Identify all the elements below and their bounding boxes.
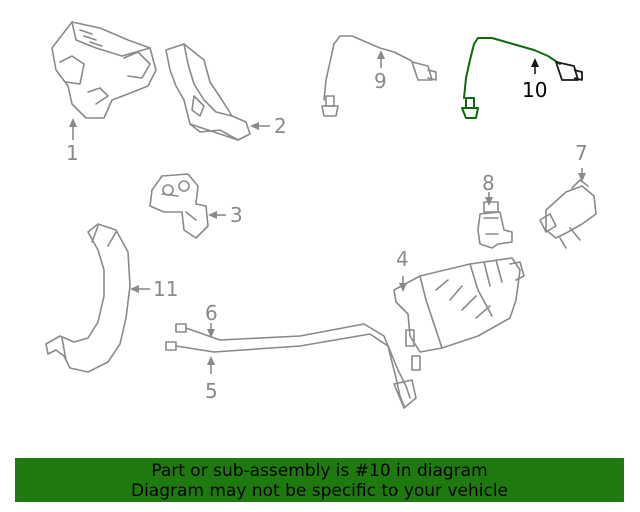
parts-diagram: 1 2 9 10 3 (45, 21, 597, 409)
part-11-drawing[interactable] (45, 223, 131, 373)
part-8-drawing[interactable] (477, 201, 513, 249)
callout-5[interactable]: 5 (205, 379, 218, 403)
part-5-drawing[interactable] (165, 333, 417, 409)
part-7-drawing[interactable] (539, 179, 597, 249)
callout-1[interactable]: 1 (66, 141, 79, 165)
arrow-3 (208, 211, 217, 219)
arrow-5 (207, 356, 215, 365)
banner-line-disclaimer: Diagram may not be specific to your vehi… (130, 481, 508, 501)
callout-7[interactable]: 7 (575, 141, 588, 165)
callout-6[interactable]: 6 (205, 301, 218, 325)
callout-2[interactable]: 2 (274, 114, 287, 138)
arrow-8 (485, 197, 493, 206)
vehicle-fit-notice-banner: Part or sub-assembly is #10 in diagram D… (15, 458, 624, 502)
callout-8[interactable]: 8 (482, 171, 495, 195)
part-9-drawing[interactable] (321, 35, 437, 117)
part-10-drawing[interactable] (461, 37, 583, 119)
part-3-drawing[interactable] (149, 173, 209, 239)
part-2-drawing[interactable] (165, 43, 251, 141)
callout-9[interactable]: 9 (374, 69, 387, 93)
part-4-drawing[interactable] (393, 257, 525, 371)
arrow-10 (531, 58, 539, 67)
arrow-4 (399, 283, 407, 292)
part-6-drawing[interactable] (175, 323, 411, 399)
callout-4[interactable]: 4 (396, 247, 409, 271)
arrow-7 (578, 173, 586, 182)
arrow-11 (130, 285, 139, 293)
arrow-2 (250, 122, 259, 130)
arrow-1 (69, 118, 77, 127)
callout-3[interactable]: 3 (230, 203, 243, 227)
arrow-6 (207, 329, 215, 338)
callout-10[interactable]: 10 (522, 78, 547, 102)
callout-11[interactable]: 11 (153, 277, 178, 301)
arrow-9 (377, 50, 385, 59)
part-1-drawing[interactable] (51, 21, 157, 119)
banner-line-part-number: Part or sub-assembly is #10 in diagram (151, 461, 488, 481)
